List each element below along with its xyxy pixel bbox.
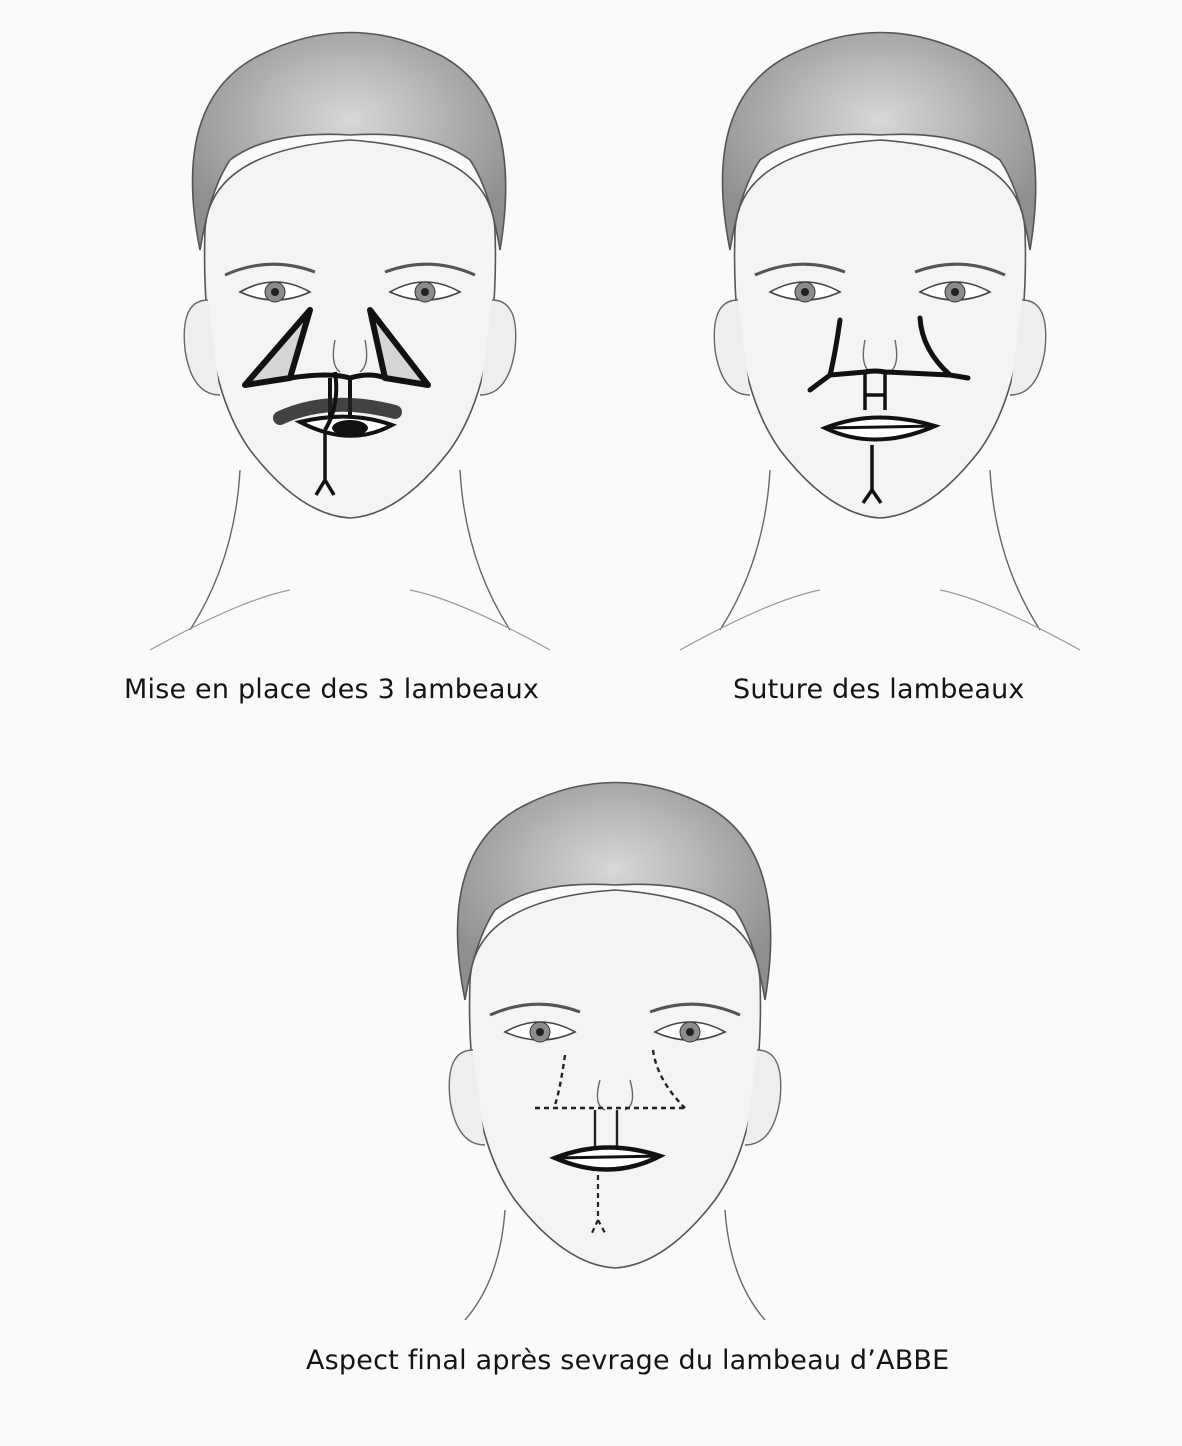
- face-drawing-3: [395, 760, 835, 1320]
- caption-suture: Suture des lambeaux: [733, 674, 1025, 705]
- face-drawing-1: [130, 0, 570, 660]
- caption-flap-placement: Mise en place des 3 lambeaux: [124, 674, 539, 705]
- caption-final-aspect: Aspect final après sevrage du lambeau d’…: [306, 1345, 949, 1376]
- face-outline: [470, 890, 761, 1268]
- face-outline: [735, 140, 1026, 518]
- face-panel-flap-placement: [130, 0, 570, 660]
- face-panel-final-aspect: [395, 760, 835, 1320]
- face-drawing-2: [660, 0, 1100, 660]
- lip-line: [825, 426, 935, 428]
- shoulder-outline: [150, 590, 550, 650]
- lip-line: [555, 1156, 660, 1158]
- face-outline: [205, 140, 496, 518]
- shoulder-outline: [680, 590, 1080, 650]
- face-panel-suture: [660, 0, 1100, 660]
- abbe-flap-pedicle: [332, 420, 368, 436]
